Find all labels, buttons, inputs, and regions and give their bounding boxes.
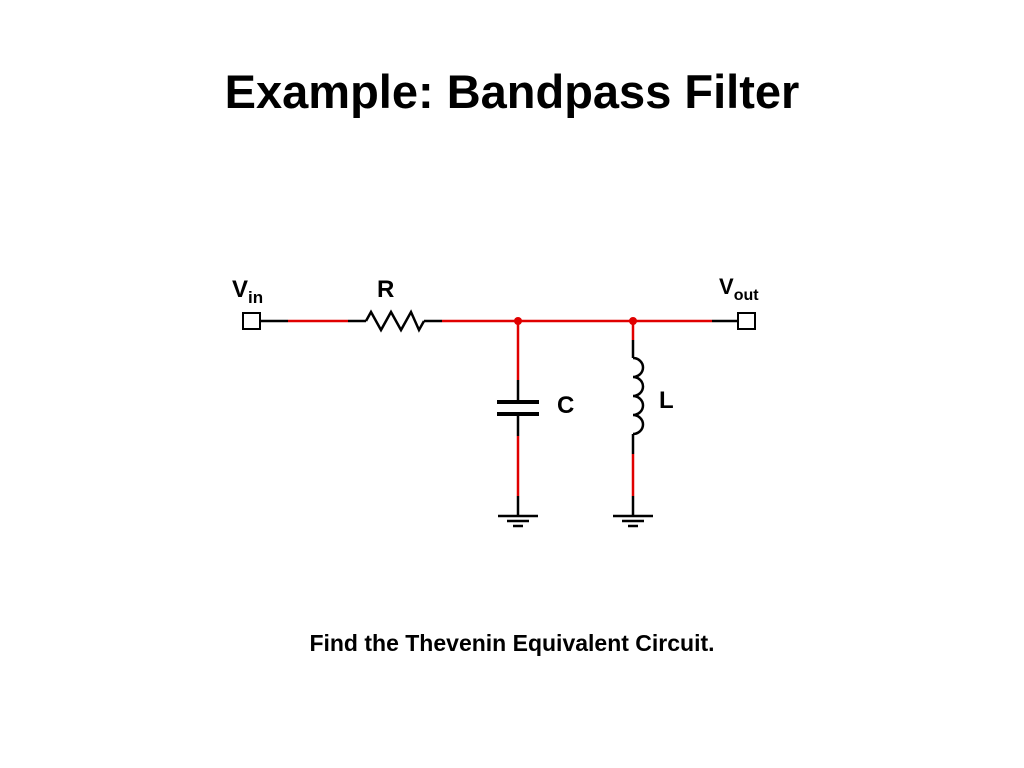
ground-symbol-inductor bbox=[613, 514, 653, 528]
vin-label-sub: in bbox=[248, 288, 263, 307]
inductor-label: L bbox=[659, 387, 674, 414]
input-terminal bbox=[242, 312, 261, 330]
vout-label: Vout bbox=[719, 274, 759, 304]
output-terminal bbox=[737, 312, 756, 330]
resistor-label: R bbox=[377, 276, 394, 303]
junction-node-inductor bbox=[629, 317, 637, 325]
resistor-symbol bbox=[364, 309, 426, 333]
ground-symbol-capacitor bbox=[498, 514, 538, 528]
vin-label: Vin bbox=[232, 276, 263, 307]
slide-title: Example: Bandpass Filter bbox=[224, 65, 800, 118]
vout-label-main: V bbox=[719, 274, 734, 299]
junction-node-capacitor bbox=[514, 317, 522, 325]
slide-caption: Find the Thevenin Equivalent Circuit. bbox=[309, 630, 715, 656]
capacitor-label: C bbox=[557, 392, 574, 419]
vin-label-main: V bbox=[232, 276, 248, 303]
wires bbox=[260, 319, 738, 516]
inductor-symbol bbox=[632, 356, 645, 436]
capacitor-symbol bbox=[497, 400, 539, 416]
vout-label-sub: out bbox=[734, 287, 760, 304]
